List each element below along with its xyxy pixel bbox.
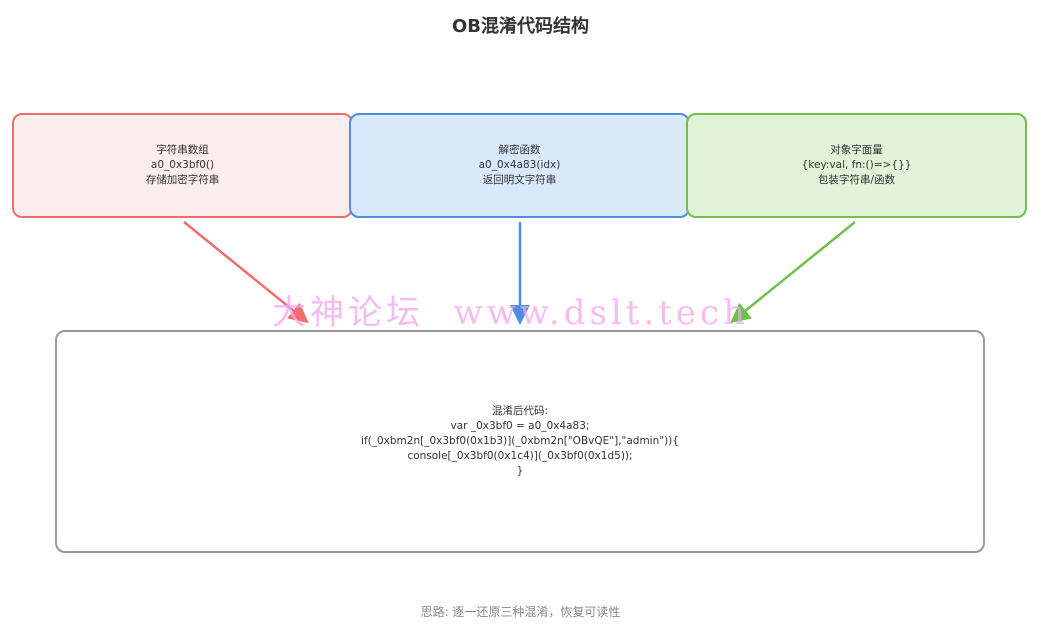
box-line: 对象字面量 <box>830 144 883 156</box>
code-line: } <box>516 465 524 477</box>
code-line: if(_0xbm2n[_0x3bf0(0x1b3)](_0xbm2n["OBvQ… <box>361 435 679 447</box>
string-array-box: 字符串数组 a0_0x3bf0() 存储加密字符串 <box>12 113 353 218</box>
code-line: console[_0x3bf0(0x1c4)](_0x3bf0(0x1d5)); <box>407 450 633 462</box>
arrow-strings-to-code <box>183 221 309 324</box>
arrow-object-to-code <box>730 221 856 324</box>
box-line: 解密函数 <box>498 144 541 156</box>
box-line: 字符串数组 <box>156 144 209 156</box>
box-line: a0_0x4a83(idx) <box>478 159 561 171</box>
box-line: 存储加密字符串 <box>145 174 220 186</box>
box-line: a0_0x3bf0() <box>150 159 215 171</box>
obfuscated-code-box: 混淆后代码: var _0x3bf0 = a0_0x4a83; if(_0xbm… <box>55 330 985 553</box>
box-line: 包装字符串/函数 <box>817 174 896 186</box>
decrypt-function-box: 解密函数 a0_0x4a83(idx) 返回明文字符串 <box>349 113 690 218</box>
code-line: 混淆后代码: <box>491 405 549 417</box>
diagram-title: OB混淆代码结构 <box>451 16 590 37</box>
footer-note: 思路: 逐一还原三种混淆，恢复可读性 <box>420 605 621 619</box>
object-literal-box: 对象字面量 {key:val, fn:()=>{}} 包装字符串/函数 <box>686 113 1027 218</box>
box-line: {key:val, fn:()=>{}} <box>801 159 912 171</box>
box-line: 返回明文字符串 <box>482 174 557 186</box>
code-line: var _0x3bf0 = a0_0x4a83; <box>450 420 590 432</box>
watermark: 大神论坛 www.dslt.tech <box>272 293 749 333</box>
